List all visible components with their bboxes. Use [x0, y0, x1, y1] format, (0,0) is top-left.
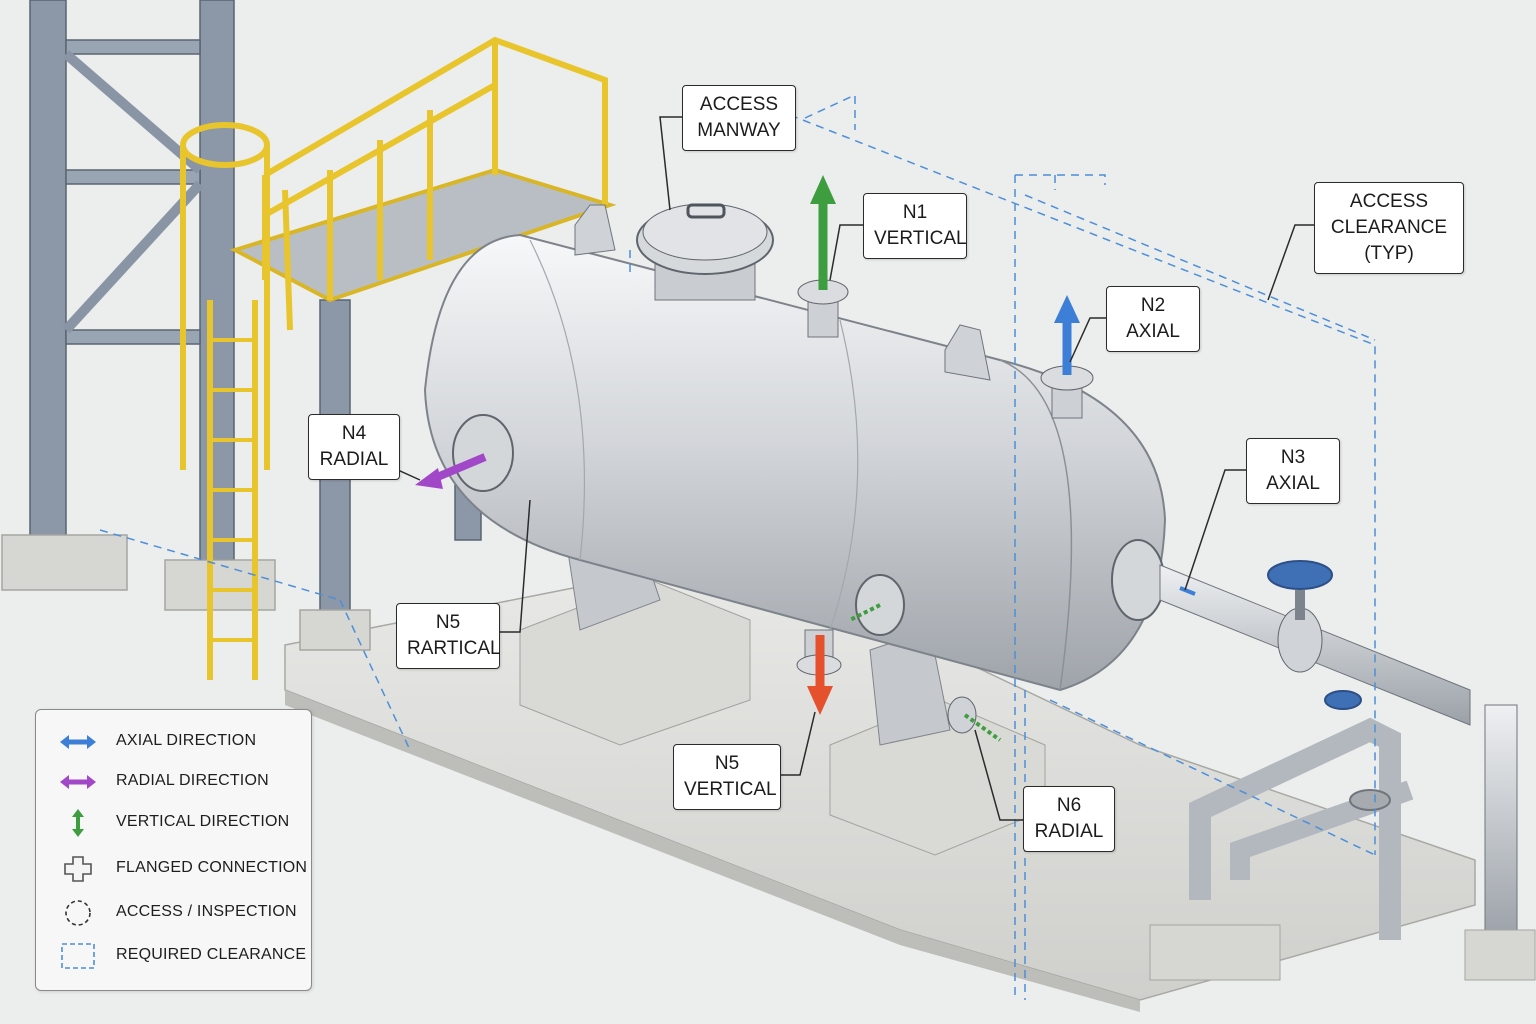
legend-item-radial: RADIAL DIRECTION — [36, 764, 311, 800]
callout-n5-vertical: N5 VERTICAL — [673, 744, 781, 810]
n1-vertical-arrow — [810, 175, 836, 290]
pressure-vessel — [423, 204, 1167, 692]
legend-item-vertical: VERTICAL DIRECTION — [36, 805, 311, 841]
callout-line: RARTICAL — [407, 638, 501, 659]
callout-line: RADIAL — [1034, 821, 1104, 842]
legend-label: RADIAL DIRECTION — [116, 772, 269, 789]
callout-line: N5 — [714, 753, 740, 774]
callout-n6: N6 RADIAL — [1023, 786, 1115, 852]
n3-axial-arrow — [1179, 586, 1196, 596]
callout-access-manway: ACCESS MANWAY — [682, 85, 796, 151]
callout-leaders — [397, 116, 1314, 821]
dashed-circle-icon — [65, 900, 91, 926]
legend-label: VERTICAL DIRECTION — [116, 813, 290, 830]
direction-arrows — [415, 175, 1196, 742]
n2-axial-arrow — [1054, 295, 1080, 375]
callout-line: VERTICAL — [684, 779, 777, 800]
manway-flange — [636, 203, 774, 301]
legend-item-axial: AXIAL DIRECTION — [36, 724, 311, 760]
callout-line: ACCESS — [699, 94, 779, 115]
callout-line: (TYP) — [1364, 243, 1414, 264]
callout-line: N3 — [1280, 447, 1306, 468]
vertical-arrow-icon — [72, 809, 84, 837]
dashed-square-icon — [61, 943, 95, 969]
legend-item-access: ACCESS / INSPECTION — [36, 895, 311, 931]
callout-line: ACCESS — [1349, 191, 1429, 212]
callout-n2: N2 AXIAL — [1106, 286, 1200, 352]
callout-line: CLEARANCE — [1330, 217, 1448, 238]
piping — [1149, 560, 1536, 981]
legend-label: AXIAL DIRECTION — [116, 732, 257, 749]
callout-n3: N3 AXIAL — [1246, 438, 1340, 504]
callout-line: AXIAL — [1266, 473, 1320, 494]
callout-line: VERTICAL — [874, 228, 967, 249]
callout-line: N2 — [1140, 295, 1166, 316]
callout-n1: N1 VERTICAL — [863, 193, 967, 259]
legend-label: ACCESS / INSPECTION — [116, 903, 297, 920]
legend-item-clearance: REQUIRED CLEARANCE — [36, 938, 311, 974]
callout-line: N5 — [435, 612, 461, 633]
callout-line: N1 — [902, 202, 928, 223]
legend-label: FLANGED CONNECTION — [116, 859, 308, 876]
callout-line: RADIAL — [319, 449, 389, 470]
callout-line: N4 — [341, 423, 367, 444]
callout-line: MANWAY — [697, 120, 781, 141]
flange-cross-icon — [64, 856, 92, 882]
axial-arrow-icon — [60, 735, 96, 749]
callout-access-clearance: ACCESS CLEARANCE (TYP) — [1314, 182, 1464, 274]
radial-arrow-icon — [60, 775, 96, 789]
legend-item-flanged: FLANGED CONNECTION — [36, 851, 311, 887]
callout-line: AXIAL — [1126, 321, 1180, 342]
n5-radial-green-arrow — [849, 603, 881, 622]
access-platform — [180, 36, 617, 680]
steel-structure — [1, 0, 482, 651]
callout-line: N6 — [1056, 795, 1082, 816]
n6-radial-green-arrow — [963, 713, 1002, 742]
n5-down-arrow — [807, 635, 833, 715]
callout-n4: N4 RADIAL — [308, 414, 400, 480]
n4-radial-arrow — [415, 453, 487, 489]
callout-n5-rartical: N5 RARTICAL — [396, 603, 501, 669]
legend: AXIAL DIRECTION RADIAL DIRECTION VERTICA… — [35, 709, 312, 991]
legend-label: REQUIRED CLEARANCE — [116, 946, 307, 963]
